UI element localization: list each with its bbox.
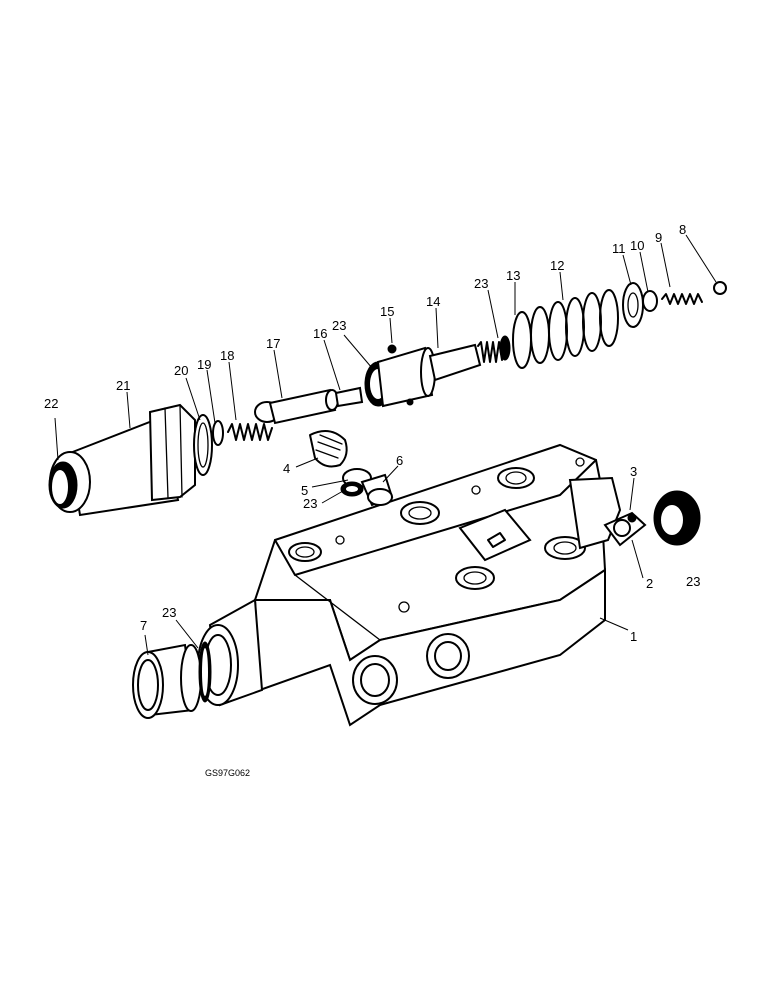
label-part-1: 1 bbox=[630, 629, 637, 644]
label-part-13: 13 bbox=[506, 268, 520, 283]
label-part-17: 17 bbox=[266, 336, 280, 351]
label-part-23-port-plug: 23 bbox=[162, 605, 176, 620]
label-part-23-spool-rear: 23 bbox=[474, 276, 488, 291]
relief-spring-drawing bbox=[227, 423, 273, 441]
detent-drawing bbox=[622, 281, 727, 328]
label-part-23-check-valve: 23 bbox=[303, 496, 317, 511]
end-cap-drawing bbox=[603, 511, 647, 547]
valve-body-drawing bbox=[197, 443, 622, 727]
label-part-11: 11 bbox=[612, 241, 626, 256]
label-part-7: 7 bbox=[140, 618, 147, 633]
port-plug-drawing bbox=[132, 641, 212, 719]
label-part-3: 3 bbox=[630, 464, 637, 479]
label-part-23-dust-seal: 23 bbox=[686, 574, 700, 589]
label-part-15: 15 bbox=[380, 304, 394, 319]
label-part-19: 19 bbox=[197, 357, 211, 372]
label-part-22: 22 bbox=[44, 396, 58, 411]
label-part-6: 6 bbox=[396, 453, 403, 468]
label-part-18: 18 bbox=[220, 348, 234, 363]
check-valve-drawing bbox=[309, 430, 394, 507]
centering-spring-drawing bbox=[512, 289, 619, 369]
label-part-5: 5 bbox=[301, 483, 308, 498]
relief-poppet-drawing bbox=[254, 386, 364, 425]
label-part-20: 20 bbox=[174, 363, 188, 378]
label-part-8: 8 bbox=[679, 222, 686, 237]
label-part-21: 21 bbox=[116, 378, 130, 393]
dust-seal-drawing bbox=[653, 490, 701, 546]
leader-lines bbox=[54, 234, 717, 656]
label-part-10: 10 bbox=[630, 238, 644, 253]
relief-valve-drawing bbox=[48, 403, 224, 517]
part-labels: 1 2 3 4 5 6 7 8 9 10 11 12 13 14 15 16 1… bbox=[44, 222, 700, 644]
spool-drawing bbox=[364, 335, 511, 408]
label-part-12: 12 bbox=[550, 258, 564, 273]
label-part-2: 2 bbox=[646, 576, 653, 591]
label-part-9: 9 bbox=[655, 230, 662, 245]
label-part-4: 4 bbox=[283, 461, 290, 476]
drawing-code: GS97G062 bbox=[205, 768, 250, 778]
label-part-14: 14 bbox=[426, 294, 440, 309]
label-part-16: 16 bbox=[313, 326, 327, 341]
label-part-23-spool: 23 bbox=[332, 318, 346, 333]
